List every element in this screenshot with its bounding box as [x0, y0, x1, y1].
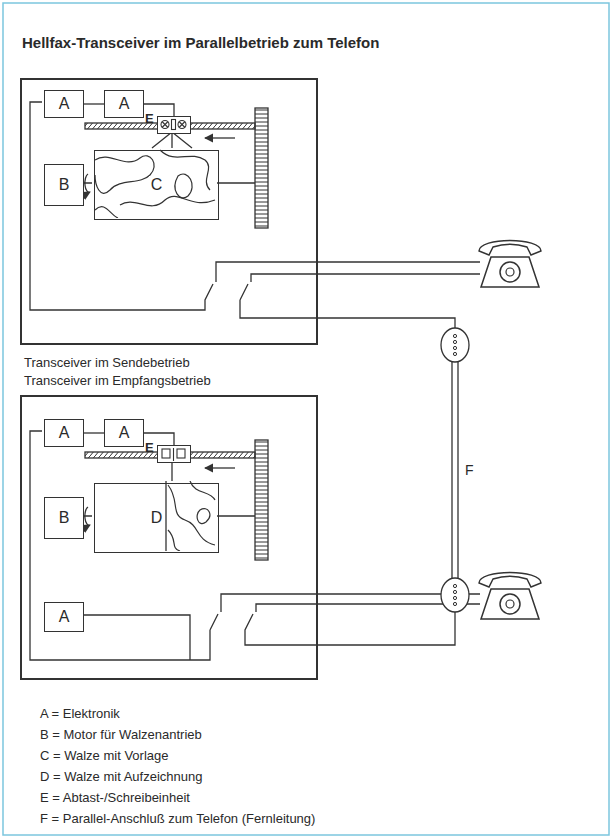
unit-box: A [44, 90, 84, 118]
head-symbol [177, 449, 185, 458]
receiver-mechanics [165, 481, 166, 551]
telephone [479, 573, 541, 620]
legend-entry: C = Walze mit Vorlage [40, 748, 168, 763]
part-letter: D [149, 509, 165, 527]
wiring [30, 102, 213, 310]
wall-socket [441, 578, 469, 612]
receiver-mechanics [82, 440, 268, 560]
wiring [216, 262, 480, 282]
head-symbol [162, 122, 168, 128]
legend-entry: E = Abtast-/Schreibeinheit [40, 790, 190, 805]
head-symbol [161, 120, 186, 130]
head-symbol [173, 448, 174, 461]
wiring [30, 431, 218, 660]
telephone [479, 241, 541, 288]
line-label: F [463, 462, 476, 478]
transceiver-housing: Transceiver im SendebetriebAABCE [20, 78, 318, 345]
socket-pins [453, 584, 456, 587]
socket-pins [453, 340, 456, 343]
sender-mechanics [82, 182, 255, 183]
legend-entry: D = Walze mit Aufzeichnung [40, 769, 202, 784]
socket-pins [453, 590, 456, 593]
head-symbol [178, 121, 186, 129]
wiring [245, 612, 455, 645]
transceiver-caption: Transceiver im Sendebetrieb [24, 355, 190, 370]
receiver-mechanics [197, 509, 210, 524]
unit-box: B [44, 497, 84, 539]
transceiver-caption: Transceiver im Empfangsbetrieb [24, 373, 211, 388]
legend-entry: B = Motor für Walzenantrieb [40, 727, 202, 742]
unit-box: A [104, 90, 144, 118]
socket-pins [453, 346, 456, 349]
receiver-mechanics [168, 530, 180, 551]
drum: C [94, 150, 219, 220]
sender-mechanics [255, 108, 268, 228]
head-symbol [162, 449, 170, 458]
receiver-mechanics [205, 467, 235, 468]
wire-connector [84, 432, 104, 433]
page-frame [3, 3, 609, 835]
part-letter: A [119, 424, 130, 442]
scan-write-head: E [157, 445, 191, 463]
socket-pins [453, 334, 456, 605]
drum: D [94, 483, 219, 553]
sender-mechanics [82, 108, 268, 228]
sender-mechanics [175, 174, 192, 198]
sender-mechanics [152, 132, 192, 148]
transceiver-housing: Transceiver im EmpfangsbetriebAABDEA [20, 395, 318, 680]
socket-pins [453, 352, 456, 355]
legend-entry: F = Parallel-Anschluß zum Telefon (Fernl… [40, 811, 315, 826]
wire-connector [84, 103, 104, 104]
socket-pins [453, 334, 456, 337]
unit-box: A [44, 602, 84, 632]
head-symbol [179, 122, 185, 128]
unit-box: B [44, 164, 84, 206]
scan-write-head: E [157, 116, 191, 134]
legend-entry: A = Elektronik [40, 706, 120, 721]
head-symbol [158, 117, 190, 133]
unit-box: A [104, 419, 144, 447]
part-letter: A [59, 95, 70, 113]
part-letter: C [149, 176, 165, 194]
sender-mechanics [205, 137, 235, 138]
receiver-mechanics [255, 440, 268, 560]
wiring [240, 284, 455, 328]
head-symbol [161, 121, 169, 129]
part-letter: E [145, 111, 154, 126]
part-letter: B [59, 509, 70, 527]
sender-mechanics [95, 156, 154, 194]
receiver-mechanics [82, 515, 255, 516]
wiring [251, 274, 480, 282]
wiring [82, 615, 190, 660]
sender-mechanics [95, 207, 118, 218]
sender-mechanics [120, 196, 215, 205]
part-letter: A [119, 95, 130, 113]
receiver-mechanics [168, 481, 215, 551]
receiver-mechanics [171, 461, 172, 481]
part-letter: A [59, 424, 70, 442]
head-symbol [158, 446, 190, 462]
wiring [452, 362, 458, 578]
sender-mechanics [85, 174, 90, 192]
head-symbol [172, 120, 176, 130]
socket-pins [453, 596, 456, 599]
part-letter: B [59, 176, 70, 194]
receiver-mechanics [85, 507, 90, 525]
diagram-title: Hellfax-Transceiver im Parallelbetrieb z… [22, 34, 379, 51]
socket-pins [453, 602, 456, 605]
sender-mechanics [160, 150, 210, 190]
part-letter: E [145, 440, 154, 455]
sender-mechanics [95, 150, 215, 218]
head-symbol [162, 448, 185, 461]
unit-box: A [44, 419, 84, 447]
part-letter: A [59, 608, 70, 626]
wall-socket [441, 328, 469, 362]
